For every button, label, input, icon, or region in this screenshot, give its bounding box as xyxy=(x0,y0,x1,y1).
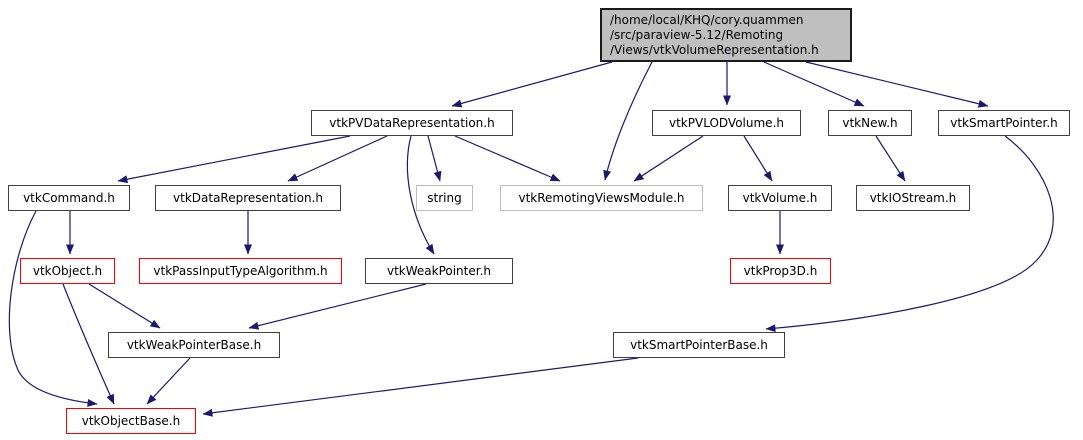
edge-command-to-objectbase xyxy=(8,210,98,407)
graph-node-vtkdatarepresentation-h[interactable]: vtkDataRepresentation.h xyxy=(155,185,341,211)
graph-node-vtksmartpointerbase-h[interactable]: vtkSmartPointerBase.h xyxy=(613,332,785,358)
edge-pvlodvolume-to-remotingmodule xyxy=(633,135,704,182)
edge-object-to-objectbase xyxy=(62,283,115,405)
graph-node-vtkobjectbase-h[interactable]: vtkObjectBase.h xyxy=(66,408,196,434)
graph-node-vtkremotingviewsmodule-h: vtkRemotingViewsModule.h xyxy=(500,185,703,211)
edge-pvdatarep-to-string xyxy=(427,135,442,182)
edge-weakpointer-to-weakpointerbase xyxy=(248,283,427,330)
edge-object-to-weakpointerbase xyxy=(88,283,161,329)
graph-node-vtkiostream-h[interactable]: vtkIOStream.h xyxy=(856,185,970,211)
edge-main-to-remotingmodule xyxy=(603,61,653,181)
edge-vtknew-to-iostream xyxy=(875,135,906,182)
graph-node-vtkpvlodvolume-h[interactable]: vtkPVLODVolume.h xyxy=(652,110,801,136)
edge-main-to-vtknew xyxy=(763,61,865,107)
edge-main-to-pvdatarep xyxy=(451,61,613,108)
graph-node-vtkvolume-h[interactable]: vtkVolume.h xyxy=(728,185,832,211)
edge-pvlodvolume-to-volume xyxy=(743,135,773,182)
graph-node-vtksmartpointer-h[interactable]: vtkSmartPointer.h xyxy=(938,110,1070,136)
graph-node-vtknew-h[interactable]: vtkNew.h xyxy=(828,110,912,136)
edge-pvdatarep-to-datarep xyxy=(287,135,388,182)
edge-smartpointerbase-to-objectbase xyxy=(202,357,639,417)
graph-node-vtkobject-h[interactable]: vtkObject.h xyxy=(20,258,115,284)
edge-pvdatarep-to-remotingmodule xyxy=(454,135,561,182)
graph-node-vtkweakpointerbase-h[interactable]: vtkWeakPointerBase.h xyxy=(108,332,280,358)
edge-smartpointer-to-smartpointerbase xyxy=(765,135,1054,333)
graph-node-vtkvolumerepresentation-h: /home/local/KHQ/cory.quammen /src/paravi… xyxy=(600,8,852,62)
graph-node-vtkpvdatarepresentation-h[interactable]: vtkPVDataRepresentation.h xyxy=(311,110,513,136)
edge-pvdatarep-to-command xyxy=(117,135,351,184)
graph-node-vtkcommand-h[interactable]: vtkCommand.h xyxy=(8,185,130,211)
graph-node-vtkpassinputtypealgorithm-h[interactable]: vtkPassInputTypeAlgorithm.h xyxy=(139,258,342,284)
graph-node-string: string xyxy=(416,185,473,211)
graph-node-vtkprop3d-h[interactable]: vtkProp3D.h xyxy=(730,258,831,284)
edge-weakpointerbase-to-objectbase xyxy=(146,357,191,405)
graph-node-vtkweakpointer-h[interactable]: vtkWeakPointer.h xyxy=(365,258,513,284)
edge-main-to-smartpointer xyxy=(805,61,989,108)
edge-pvdatarep-to-weakpointer xyxy=(406,135,435,255)
